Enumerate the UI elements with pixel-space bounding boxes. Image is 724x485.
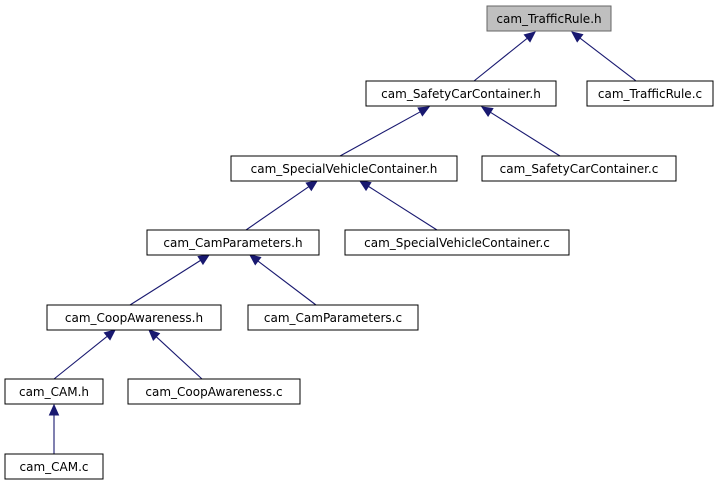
edge-line	[155, 336, 203, 380]
edges-layer	[48, 31, 637, 454]
edge-line	[129, 259, 201, 306]
node-label: cam_CAM.h	[19, 385, 89, 399]
node-cam-h[interactable]: cam_CAM.h	[4, 378, 104, 405]
node-traffic-rule-c[interactable]: cam_TrafficRule.c	[586, 80, 714, 107]
arrowhead-icon	[358, 180, 372, 192]
edge-cam_parameters_h-to-special_vehicle_container_h	[245, 180, 319, 231]
arrowhead-icon	[305, 180, 319, 192]
edge-special_vehicle_container_c-to-special_vehicle_container_h	[358, 180, 438, 231]
node-label: cam_TrafficRule.c	[598, 87, 702, 101]
edge-line	[490, 111, 561, 157]
node-label: cam_SafetyCarContainer.c	[500, 162, 659, 176]
node-label: cam_CoopAwareness.c	[145, 385, 282, 399]
arrowhead-icon	[197, 254, 211, 266]
edge-line	[368, 185, 438, 231]
node-label: cam_TrafficRule.h	[496, 12, 601, 26]
node-label: cam_SpecialVehicleContainer.h	[251, 162, 438, 176]
node-label: cam_CoopAwareness.h	[65, 311, 203, 325]
node-special-vehicle-container-c[interactable]: cam_SpecialVehicleContainer.c	[344, 229, 570, 256]
arrowhead-icon	[148, 329, 161, 342]
edge-line	[473, 37, 528, 82]
edge-line	[257, 260, 317, 306]
node-safety-car-container-h[interactable]: cam_SafetyCarContainer.h	[365, 80, 557, 107]
arrowhead-icon	[571, 31, 584, 43]
node-label: cam_CamParameters.h	[163, 236, 302, 250]
node-cam-parameters-h[interactable]: cam_CamParameters.h	[146, 229, 320, 256]
edge-safety_car_container_c-to-safety_car_container_h	[480, 106, 561, 157]
edge-line	[339, 111, 421, 157]
arrowhead-icon	[48, 403, 60, 416]
arrowhead-icon	[103, 329, 116, 341]
edge-special_vehicle_container_h-to-safety_car_container_h	[339, 106, 431, 157]
node-coop-awareness-c[interactable]: cam_CoopAwareness.c	[127, 378, 301, 405]
node-label: cam_SpecialVehicleContainer.c	[364, 236, 550, 250]
node-safety-car-container-c[interactable]: cam_SafetyCarContainer.c	[481, 155, 677, 182]
edge-line	[53, 335, 108, 380]
node-label: cam_CAM.c	[20, 460, 89, 474]
node-label: cam_CamParameters.c	[264, 311, 402, 325]
node-cam-parameters-c[interactable]: cam_CamParameters.c	[247, 304, 419, 331]
edge-cam_h-to-coop_awareness_h	[53, 329, 116, 380]
arrowhead-icon	[417, 106, 431, 117]
edge-traffic_rule_c-to-traffic_rule_h	[571, 31, 637, 82]
node-label: cam_SafetyCarContainer.h	[381, 87, 541, 101]
edge-coop_awareness_h-to-cam_parameters_h	[129, 254, 211, 306]
edge-cam_c-to-cam_h	[48, 403, 60, 454]
edge-line	[579, 37, 637, 82]
edge-cam_parameters_c-to-cam_parameters_h	[249, 254, 317, 306]
edge-line	[245, 186, 310, 231]
node-cam-c[interactable]: cam_CAM.c	[4, 453, 104, 480]
arrowhead-icon	[523, 31, 536, 43]
node-coop-awareness-h[interactable]: cam_CoopAwareness.h	[46, 304, 222, 331]
arrowhead-icon	[249, 254, 262, 266]
edge-coop_awareness_c-to-coop_awareness_h	[148, 329, 203, 380]
node-traffic-rule-h[interactable]: cam_TrafficRule.h	[486, 5, 612, 32]
node-special-vehicle-container-h[interactable]: cam_SpecialVehicleContainer.h	[230, 155, 458, 182]
edge-safety_car_container_h-to-traffic_rule_h	[473, 31, 536, 82]
arrowhead-icon	[480, 106, 494, 118]
